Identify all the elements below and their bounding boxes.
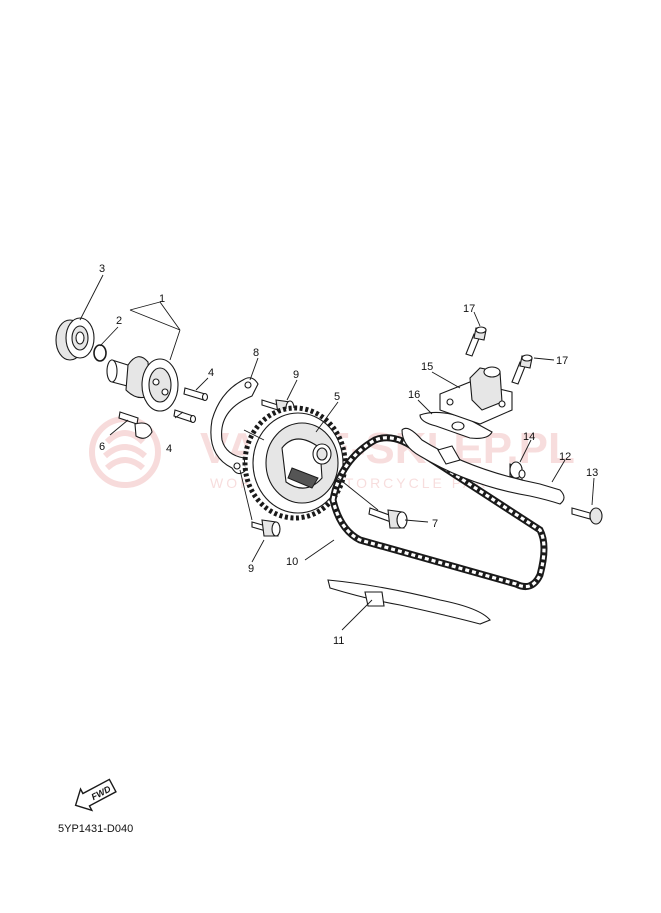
diagram-code: 5YP1431-D040 — [58, 823, 133, 835]
callout-6: 6 — [99, 441, 105, 453]
leader-lines — [79, 274, 595, 631]
callout-labels: 3 1 2 4 4 6 8 9 5 7 10 9 11 12 13 14 15 … — [99, 263, 598, 647]
part-bearing — [55, 317, 95, 361]
part-bolt-lower — [251, 519, 281, 537]
callout-8: 8 — [253, 347, 259, 359]
callout-2: 2 — [116, 315, 122, 327]
callout-4-upper: 4 — [208, 367, 214, 379]
part-chain-guide-upper — [401, 427, 565, 505]
part-sprocket-bolt — [368, 507, 408, 529]
callout-16: 16 — [408, 389, 420, 401]
part-o-ring — [93, 344, 107, 362]
part-camshaft — [106, 356, 179, 412]
callout-7: 7 — [432, 518, 438, 530]
part-collar — [509, 461, 526, 481]
callout-3: 3 — [99, 263, 105, 275]
callout-9-upper: 9 — [293, 369, 299, 381]
part-cam-chain — [329, 434, 548, 590]
part-tensioner-bolt-right — [511, 354, 533, 385]
callout-13: 13 — [586, 467, 598, 479]
callout-11: 11 — [333, 635, 344, 647]
part-cam-sprocket — [242, 405, 348, 521]
forward-direction-badge: FWD — [74, 778, 117, 812]
callout-1: 1 — [159, 293, 165, 305]
part-dowel-pin-lower — [173, 409, 197, 424]
part-chain-tensioner — [439, 366, 513, 425]
part-lock-pin — [118, 411, 153, 439]
part-gasket — [419, 411, 493, 439]
callout-17-right: 17 — [556, 355, 568, 367]
forward-arrow-icon — [74, 778, 117, 812]
callout-5: 5 — [334, 391, 340, 403]
callout-9-lower: 9 — [248, 563, 254, 575]
callout-4-lower: 4 — [166, 443, 172, 455]
part-dowel-pin-upper — [183, 387, 209, 402]
callout-14: 14 — [523, 431, 535, 443]
callout-17-left: 17 — [463, 303, 475, 315]
part-guide-bolt — [571, 507, 603, 525]
callout-12: 12 — [559, 451, 571, 463]
part-tensioner-bolt-left — [465, 326, 487, 357]
part-chain-guide-lower — [327, 579, 491, 625]
callout-15: 15 — [421, 361, 433, 373]
callout-10: 10 — [286, 556, 298, 568]
